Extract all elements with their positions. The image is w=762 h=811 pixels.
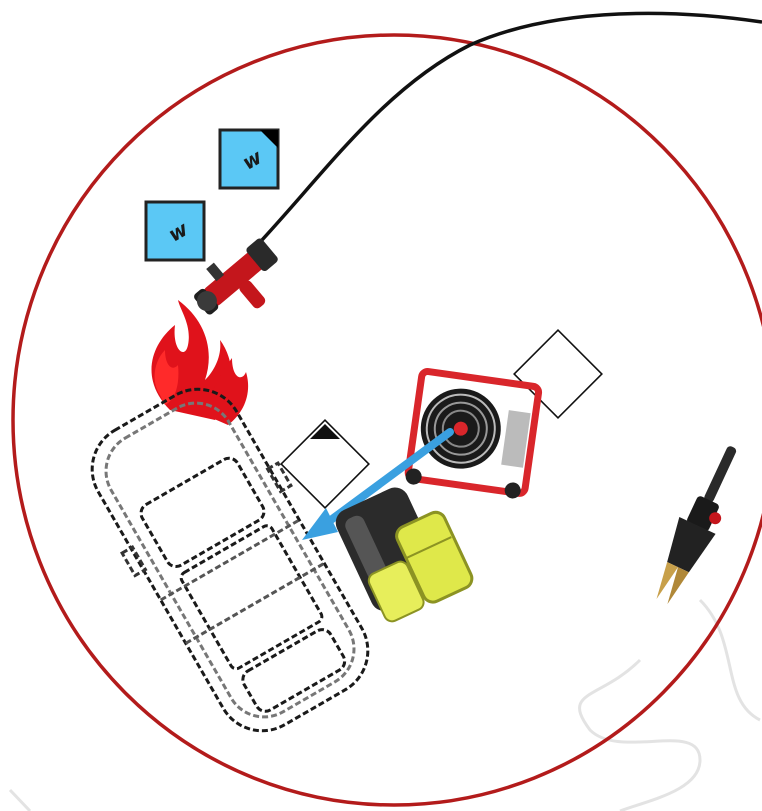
position-diamond	[281, 420, 369, 508]
hose-line	[248, 13, 762, 255]
fire-icon	[151, 300, 248, 425]
hydraulic-cutter-icon	[644, 439, 752, 610]
boundary-ring	[13, 35, 762, 805]
water-supply-marker: w	[220, 130, 278, 188]
water-supply-marker: w	[146, 202, 204, 260]
ppv-fan-icon	[405, 370, 540, 500]
vehicle-outline	[67, 368, 393, 752]
breathing-apparatus-icon	[331, 473, 475, 627]
position-diamond	[514, 330, 602, 418]
